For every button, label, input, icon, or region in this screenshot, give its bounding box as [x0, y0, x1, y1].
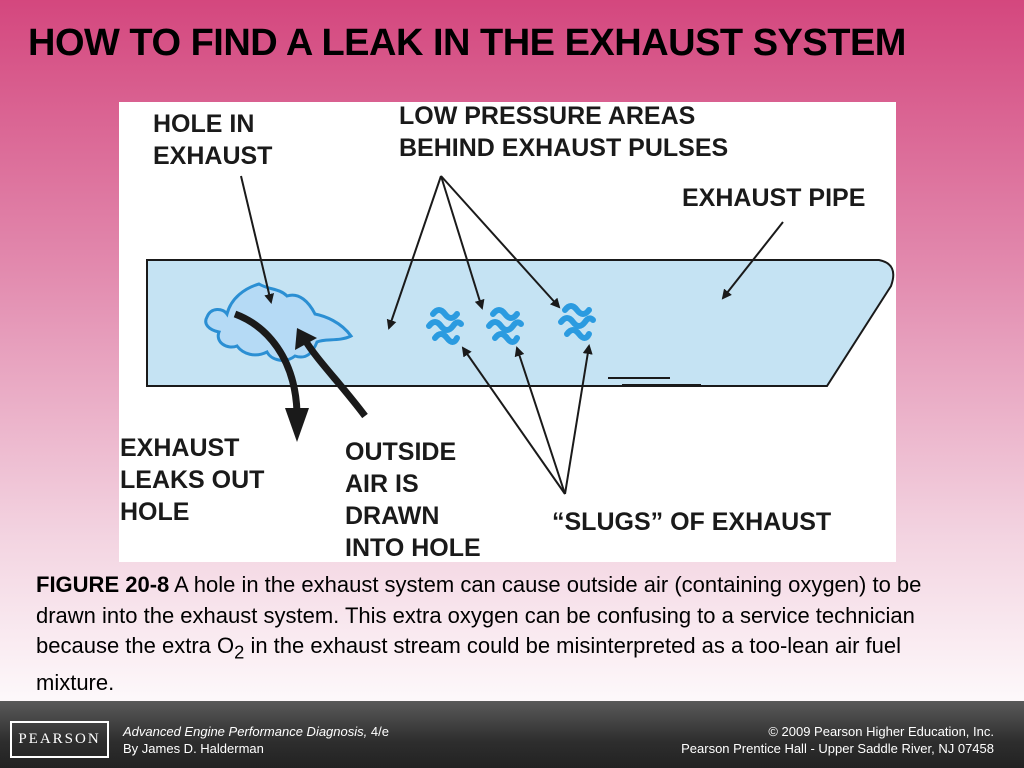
book-title: Advanced Engine Performance Diagnosis,	[123, 724, 368, 739]
book-author: By James D. Halderman	[123, 741, 264, 756]
footer-book-info: Advanced Engine Performance Diagnosis, 4…	[123, 723, 389, 757]
caption-text-1: A hole in the exhaust system can cause o…	[36, 572, 922, 658]
label-hole-in-exhaust: HOLE IN EXHAUST	[153, 110, 273, 170]
figure-number: FIGURE 20-8	[36, 572, 170, 597]
exhaust-slug-1	[426, 307, 464, 345]
exhaust-slug-3	[558, 303, 596, 341]
figure-caption: FIGURE 20-8 A hole in the exhaust system…	[36, 570, 981, 698]
publisher-text: Pearson Prentice Hall - Upper Saddle Riv…	[681, 741, 994, 756]
exhaust-leak-diagram: HOLE IN EXHAUST LOW PRESSURE AREAS BEHIN…	[119, 102, 896, 562]
footer-copyright: © 2009 Pearson Higher Education, Inc. Pe…	[681, 723, 994, 757]
flow-arrows	[233, 310, 368, 442]
exhaust-slug-2	[486, 307, 524, 345]
caption-text-2: in the exhaust stream could be misinterp…	[36, 633, 902, 695]
label-outside-air-drawn: OUTSIDE AIR IS DRAWN INTO HOLE	[345, 438, 481, 562]
label-slugs-of-exhaust: “SLUGS” OF EXHAUST	[552, 508, 832, 536]
slide-title: HOW TO FIND A LEAK IN THE EXHAUST SYSTEM	[28, 22, 906, 64]
footer-bar: PEARSON Advanced Engine Performance Diag…	[0, 701, 1024, 768]
exhaust-hole-shape	[204, 282, 354, 362]
book-edition: 4/e	[367, 724, 389, 739]
label-low-pressure-areas: LOW PRESSURE AREAS BEHIND EXHAUST PULSES	[399, 102, 729, 162]
caption-subscript: 2	[234, 641, 245, 663]
copyright-text: © 2009 Pearson Higher Education, Inc.	[768, 724, 994, 739]
diagram-graphic	[146, 175, 895, 495]
pearson-logo: PEARSON	[10, 721, 109, 758]
pointer-arrows	[240, 175, 784, 495]
label-exhaust-pipe: EXHAUST PIPE	[682, 184, 866, 212]
label-exhaust-leaks-out: EXHAUST LEAKS OUT HOLE	[120, 434, 265, 526]
